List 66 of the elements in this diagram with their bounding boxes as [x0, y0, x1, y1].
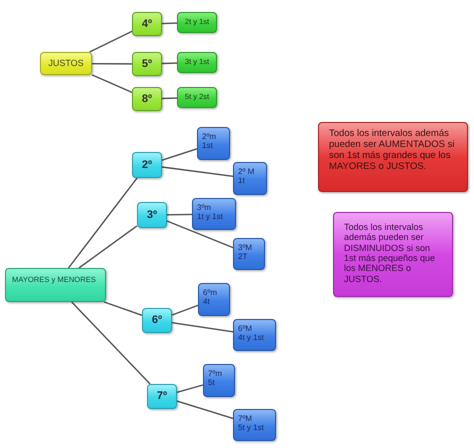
- connector-line: [162, 148, 198, 161]
- connector-line: [71, 302, 151, 384]
- connector-line: [104, 301, 142, 316]
- topic-box: [177, 87, 217, 108]
- connector-line: [78, 225, 138, 269]
- topic-label: 4º: [140, 18, 154, 30]
- connector-line: [172, 322, 234, 332]
- topic-label: 1t y 1st: [197, 212, 224, 222]
- topic-label: 2º: [140, 158, 154, 172]
- topic-box: [192, 198, 236, 230]
- topic-label: 5t: [208, 378, 216, 388]
- topic-label: 4t y 1st: [238, 333, 265, 342]
- connector-line: [68, 178, 138, 268]
- topic-box: [147, 384, 177, 409]
- connector-line: [89, 30, 132, 53]
- topic-label: 7ºM: [238, 414, 254, 424]
- topic-label: 6º: [150, 314, 164, 327]
- note-text: Todos los intervalos además pueden ser DISMINUIDOS si son 1st más pequeños que los MENORES o JUSTOS.: [344, 222, 436, 284]
- topic-box: [177, 12, 217, 33]
- topic-box: [197, 127, 230, 160]
- connector-line: [166, 214, 192, 216]
- topic-label: 3º: [146, 208, 158, 222]
- topic-box: [132, 87, 162, 111]
- topic-label: 4t: [203, 297, 211, 306]
- topic-box: [233, 162, 267, 195]
- topic-box: [233, 238, 265, 270]
- topic-label: 2T: [238, 252, 248, 262]
- topic-box: [132, 52, 162, 76]
- topic-label: 1t: [238, 176, 246, 186]
- connector-line: [92, 63, 132, 65]
- topic-label: 6ºm: [203, 288, 218, 298]
- connector-line: [166, 220, 234, 248]
- topic-box: [233, 319, 276, 351]
- connector-line: [176, 400, 234, 420]
- topic-box: [5, 268, 106, 302]
- note-box: [333, 212, 453, 297]
- topic-label: 8º: [140, 92, 154, 106]
- topic-box: [233, 409, 276, 441]
- topic-label: 7º: [156, 390, 168, 403]
- topic-box: [177, 52, 217, 73]
- topic-box: [40, 52, 92, 75]
- topic-box: [137, 202, 167, 228]
- topic-box: [132, 12, 162, 36]
- topic-label: JUSTOS: [47, 58, 85, 69]
- connector-line: [162, 62, 178, 64]
- topic-label: 5º: [140, 58, 154, 70]
- topic-label: 5t y 1st: [238, 423, 265, 432]
- topic-label: 3ºm: [197, 203, 212, 212]
- topic-box: [198, 283, 230, 316]
- topic-box: [142, 308, 172, 333]
- topic-label: 7ºm: [208, 369, 224, 378]
- topic-label: 3ºM: [238, 243, 254, 252]
- connector-line: [162, 166, 234, 177]
- topic-label: 2º M: [238, 167, 256, 176]
- note-box: [318, 122, 468, 192]
- connector-line: [172, 304, 198, 316]
- connector-line: [162, 97, 178, 100]
- topic-label: 2ºm: [202, 132, 218, 142]
- connector-line: [162, 22, 178, 24]
- connector-line: [92, 74, 132, 94]
- topic-box: [132, 152, 162, 178]
- note-text: Todos los intervalos además pueden ser AUMENTADOS si son 1st más grandes que los MAYORES o JUSTOS.: [329, 129, 456, 173]
- topic-label: 1st: [202, 141, 214, 150]
- topic-label: 6ºM: [238, 324, 254, 334]
- topic-box: [203, 364, 235, 397]
- connector-line: [176, 384, 204, 393]
